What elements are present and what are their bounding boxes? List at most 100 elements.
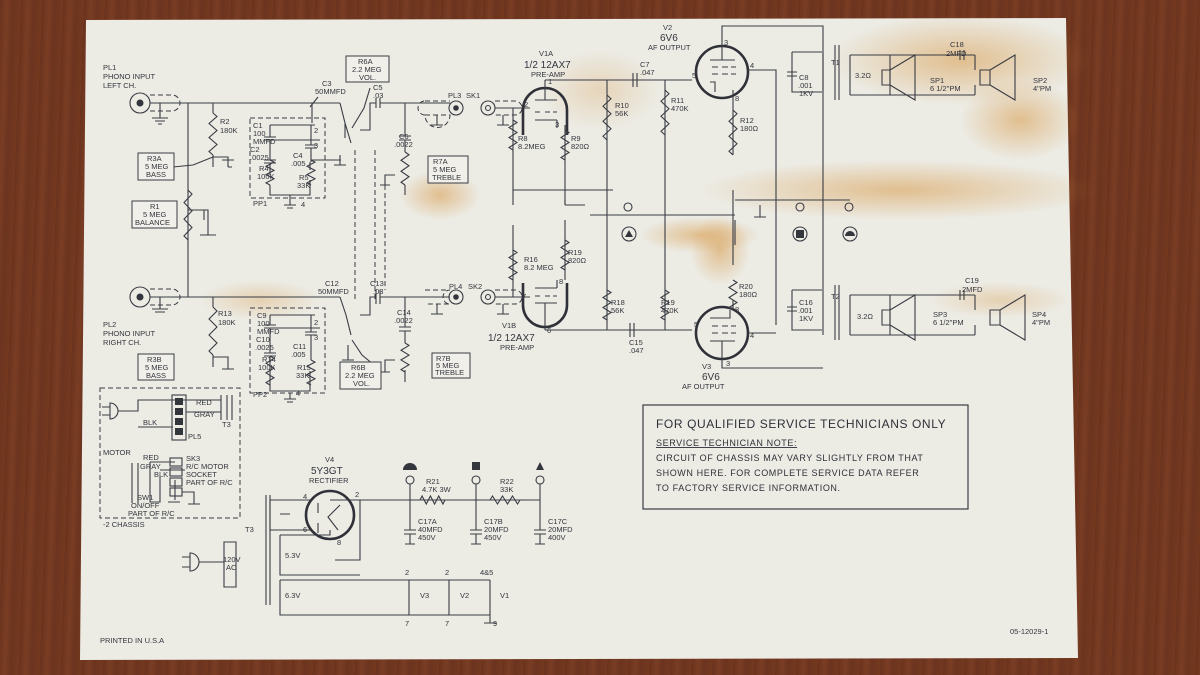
v1b-type: 1/2 12AX7 [488, 333, 535, 344]
note-heading: FOR QUALIFIED SERVICE TECHNICIANS ONLY [656, 417, 946, 431]
c15-value: .047 [629, 346, 644, 355]
r21-label: R21 [426, 477, 440, 486]
resistor-symbol [660, 89, 670, 136]
heater-pin: 9 [493, 619, 497, 628]
r13-label: R13 [218, 309, 232, 318]
power-labels: RED GRAY BLK PL5 T3 MOTOR RED GRAY BLK S… [103, 398, 573, 628]
c9-unit: MMFD [257, 327, 280, 336]
r19b-value: 470K [661, 306, 679, 315]
r8-value: 8.2MEG [518, 142, 546, 151]
v63-label: 6.3V [285, 591, 300, 600]
r16-value: 8.2 MEG [524, 263, 554, 272]
r14-label: R14 [262, 355, 276, 364]
r22-value: 33K [500, 485, 513, 494]
c11-value: .005 [291, 350, 306, 359]
resistor-symbol [659, 289, 671, 321]
r6a-label: R6A [358, 57, 373, 66]
c6-label: C6 [399, 132, 409, 141]
right-channel-labels: PL2 PHONO INPUT RIGHT CH. R13 180K R3B 5… [103, 248, 1050, 399]
c17b-rating: 450V [484, 533, 502, 542]
c1-label: C1 [253, 121, 263, 130]
c4-value: .005 [291, 159, 306, 168]
r15-value: 33K [296, 371, 309, 380]
pin-label: 6 [303, 525, 307, 534]
c18-value: 2MFD [946, 49, 967, 58]
ac-label: AC [226, 563, 237, 572]
pl2-label: PL2 [103, 320, 116, 329]
resistor-symbol [208, 306, 218, 356]
chassis-label: -2 CHASSIS [103, 520, 145, 529]
pin-label: 4 [301, 200, 305, 209]
c7-label: C7 [640, 60, 650, 69]
resistor-symbol [305, 159, 317, 186]
r10-value: 56K [615, 109, 628, 118]
heater-v1-label: V1 [500, 591, 509, 600]
v1a-fn: PRE-AMP [531, 70, 565, 79]
pl3-label: PL3 [448, 91, 461, 100]
note-line: SHOWN HERE. FOR COMPLETE SERVICE DATA RE… [656, 468, 919, 478]
heater-v2-label: V2 [460, 591, 469, 600]
t1-label: T1 [831, 58, 840, 67]
pin-label: 8 [735, 94, 739, 103]
resistors [183, 89, 739, 506]
pl5-label: PL5 [188, 432, 201, 441]
c10-label: C10 [256, 335, 270, 344]
r1-value: 5 MEG [143, 210, 167, 219]
v1b-fn: PRE-AMP [500, 343, 534, 352]
pin-label: 3 [726, 359, 730, 368]
resistor-symbol [264, 355, 276, 386]
sp4-size: 4"PM [1032, 318, 1050, 327]
service-note: FOR QUALIFIED SERVICE TECHNICIANS ONLY S… [642, 404, 969, 510]
c3-value: 50MMFD [315, 87, 346, 96]
r11-value: 470K [671, 104, 689, 113]
v1a-type: 1/2 12AX7 [524, 60, 571, 71]
motor-label: MOTOR [103, 448, 131, 457]
r3b-label: R3B [147, 355, 162, 364]
impedance-label: 3.2Ω [857, 312, 873, 321]
v2-type: 6V6 [660, 33, 678, 44]
pin-label: 2 [314, 126, 318, 135]
r22-label: R22 [500, 477, 514, 486]
r19b-label: R19 [661, 298, 675, 307]
pl2-label: PHONO INPUT [103, 329, 156, 338]
r13-value: 180K [218, 318, 236, 327]
pin-label: 5 [694, 320, 698, 329]
r3b-value: 5 MEG [145, 363, 169, 372]
r16-label: R16 [524, 255, 538, 264]
c12-label: C12 [325, 279, 339, 288]
wire-blk-label: BLK [154, 470, 168, 479]
c14-value: .0022 [394, 316, 413, 325]
pl1-label: PL1 [103, 63, 116, 72]
sp4-label: SP4 [1032, 310, 1046, 319]
pin-label: 3 [314, 333, 318, 342]
sp2-size: 4"PM [1033, 84, 1051, 93]
v2-label: V2 [663, 23, 672, 32]
resistor-symbol [208, 112, 218, 156]
heater-pin: 7 [445, 619, 449, 628]
c4-label: C4 [293, 151, 303, 160]
c1-value: 100 [253, 129, 266, 138]
r5-label: R5 [299, 173, 309, 182]
c9-value: 100 [257, 319, 270, 328]
note-box [642, 404, 969, 510]
c16-value: .001 [798, 306, 813, 315]
r3a-label: R3A [147, 154, 162, 163]
r1-label: R1 [150, 202, 160, 211]
heater-v3-label: V3 [420, 591, 429, 600]
sp3-size: 6 1/2"PM [933, 318, 964, 327]
pin-label: 2 [524, 100, 528, 109]
v4-fn: RECTIFIER [309, 476, 349, 485]
heater-pin: 7 [405, 619, 409, 628]
sw1-desc: ON/OFF [131, 501, 160, 510]
pp2-label: PP2 [253, 390, 267, 399]
resistor-symbol [183, 189, 193, 241]
c13-label: C13 [370, 279, 384, 288]
r15-label: R15 [297, 363, 311, 372]
c17c-value: 20MFD [548, 525, 573, 534]
r7a-box [427, 155, 469, 184]
c1-unit: MMFD [253, 137, 276, 146]
wire-red-label: RED [196, 398, 212, 407]
r14-value: 100K [258, 363, 276, 372]
resistor-symbol [727, 279, 739, 311]
c6-value: .0022 [394, 140, 413, 149]
